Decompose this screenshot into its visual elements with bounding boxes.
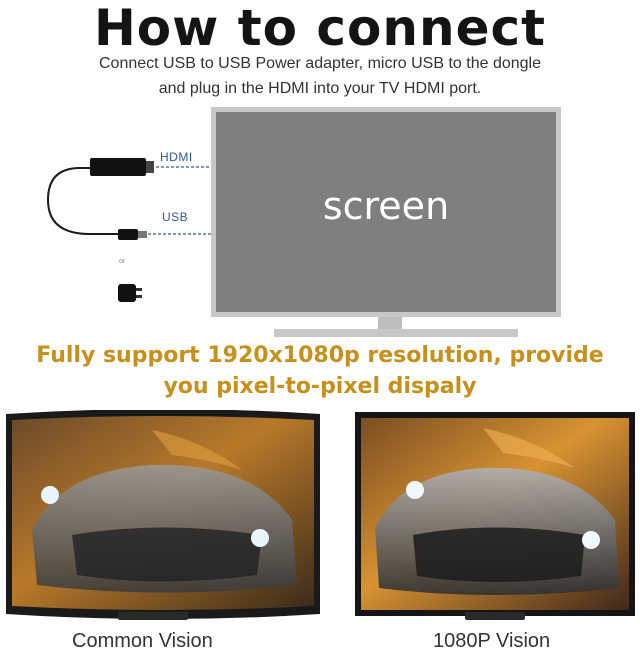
feature-line-2: you pixel-to-pixel dispaly (163, 374, 477, 399)
instructions-line-2: and plug in the HDMI into your TV HDMI p… (158, 80, 482, 97)
usb-label: USB (162, 210, 189, 224)
page-title: How to connect (93, 0, 547, 57)
tv-stand-base (274, 329, 518, 337)
power-adapter-icon (118, 284, 136, 302)
right-tv-stand (465, 612, 525, 620)
or-label: or (119, 258, 126, 265)
cable-loop (46, 167, 120, 235)
screen-label: screen (322, 184, 450, 228)
usb-plug-icon (118, 229, 138, 240)
hdmi-label: HDMI (160, 150, 193, 164)
left-tv-stand (118, 612, 188, 620)
tv-screen-illustration: screen (211, 107, 561, 317)
hdmi-dongle-icon (90, 158, 146, 176)
common-vision-caption: Common Vision (72, 630, 213, 652)
1080p-vision-image (353, 410, 637, 620)
feature-line-1: Fully support 1920x1080p resolution, pro… (36, 343, 604, 368)
common-vision-image (2, 410, 324, 620)
tv-stand-neck (378, 317, 402, 331)
1080p-vision-caption: 1080P Vision (433, 630, 551, 652)
cable-diagram (46, 158, 216, 302)
instructions-line-1: Connect USB to USB Power adapter, micro … (98, 55, 541, 72)
